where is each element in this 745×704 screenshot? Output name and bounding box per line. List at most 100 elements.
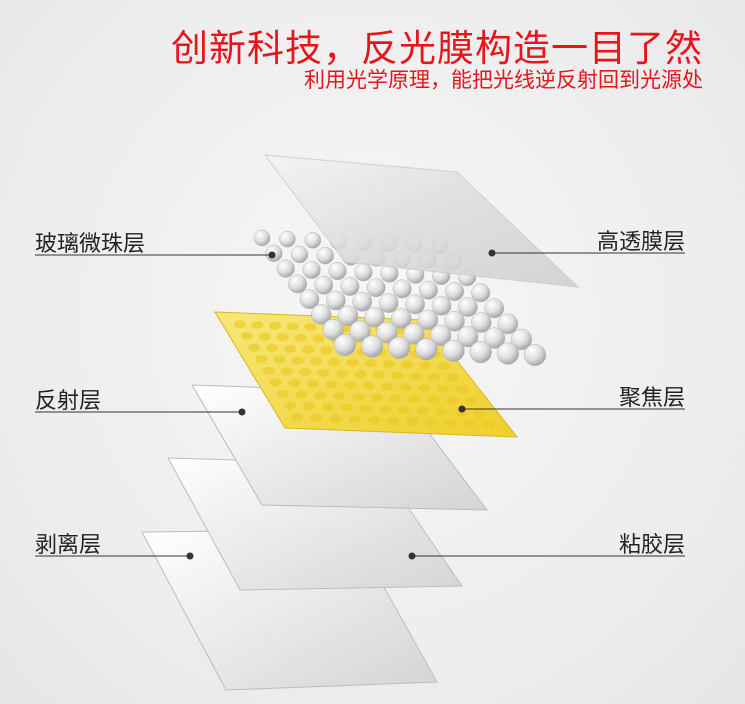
glass-bead — [340, 276, 360, 296]
focus-dot — [276, 333, 289, 342]
focus-dot — [389, 394, 402, 403]
focus-dot — [397, 405, 410, 414]
focus-dot — [362, 381, 375, 390]
focus-dot — [346, 358, 359, 367]
focus-dot — [408, 395, 421, 403]
focus-dot — [463, 419, 476, 428]
glass-bead — [403, 323, 425, 345]
focus-dot — [320, 346, 333, 355]
focus-dot — [258, 332, 271, 341]
glass-bead — [290, 245, 309, 264]
label-glass-bead-layer: 玻璃微珠层 — [35, 232, 146, 257]
glass-bead — [392, 279, 412, 299]
glass-bead — [288, 274, 308, 294]
glass-bead — [378, 293, 399, 313]
focus-dot — [321, 403, 334, 411]
glass-bead — [415, 338, 438, 361]
glass-bead — [333, 333, 357, 357]
glass-bead — [388, 336, 411, 359]
focus-dot — [329, 414, 342, 423]
focus-dot — [386, 416, 399, 425]
focus-dot — [437, 362, 450, 371]
focus-dot — [314, 391, 327, 400]
glass-bead — [418, 280, 438, 300]
focus-dot — [306, 379, 319, 388]
focus-dot — [399, 383, 412, 392]
focus-dot — [437, 384, 449, 393]
focus-dot — [302, 402, 315, 411]
focus-dot — [351, 392, 364, 401]
label-focus-layer: 聚焦层 — [618, 386, 685, 411]
focus-dot — [370, 393, 383, 402]
glass-bead — [469, 341, 492, 364]
focus-dot — [391, 371, 404, 380]
focus-dot — [367, 416, 380, 425]
focus-dot — [328, 357, 341, 366]
glass-bead — [253, 229, 271, 247]
glass-bead — [299, 289, 320, 309]
focus-dot — [381, 382, 394, 391]
glass-bead — [430, 324, 452, 346]
glass-bead — [366, 278, 386, 298]
focus-dot — [294, 333, 307, 342]
glass-bead — [458, 297, 478, 317]
glass-bead — [456, 326, 479, 348]
focus-dot — [251, 320, 264, 329]
focus-dot — [304, 322, 317, 331]
focus-dot — [295, 390, 308, 399]
focus-dot — [378, 405, 391, 414]
focus-dot — [445, 396, 458, 405]
focus-dot — [269, 378, 282, 387]
focus-dot — [309, 357, 322, 366]
focus-dot — [248, 343, 261, 352]
focus-dot — [372, 370, 385, 379]
glass-bead — [376, 321, 398, 344]
glass-bead — [279, 230, 296, 248]
glass-bead — [304, 232, 322, 249]
focus-dot — [266, 344, 279, 353]
focus-dot — [364, 359, 377, 368]
glass-bead — [352, 291, 373, 312]
focus-dot — [359, 404, 372, 413]
focus-dot — [284, 344, 297, 353]
focus-dot — [340, 403, 353, 412]
focus-dot — [427, 395, 440, 404]
glass-bead — [302, 260, 321, 279]
focus-dot — [382, 360, 395, 368]
glass-bead — [442, 339, 465, 362]
focus-dot — [317, 368, 330, 377]
glass-bead — [471, 283, 491, 303]
focus-dot — [286, 322, 299, 331]
glass-bead — [322, 319, 344, 341]
focus-dot — [283, 401, 296, 410]
focus-dot — [425, 418, 438, 427]
glass-bead — [316, 247, 334, 265]
glass-bead — [523, 343, 547, 367]
glass-bead — [311, 304, 332, 325]
leader-lines — [35, 249, 685, 560]
focus-dot — [455, 385, 468, 394]
focus-dot — [416, 406, 429, 415]
focus-dot — [406, 417, 419, 426]
page-title: 创新科技，反光膜构造一目了然 — [171, 27, 703, 70]
glass-bead — [364, 306, 385, 328]
focus-dot — [312, 334, 325, 343]
focus-dot — [291, 356, 304, 365]
focus-dot — [310, 413, 323, 422]
glass-bead — [444, 310, 465, 332]
glass-bead — [314, 275, 334, 295]
focus-dot — [336, 369, 349, 378]
focus-dot — [291, 413, 304, 422]
focus-dot — [444, 419, 457, 428]
glass-bead — [417, 309, 439, 331]
focus-dot — [255, 355, 268, 364]
glass-bead — [328, 261, 347, 281]
label-release-layer: 剥离层 — [35, 533, 102, 558]
glass-bead — [497, 313, 519, 335]
focus-dot — [482, 420, 495, 429]
glass-bead — [445, 281, 465, 301]
focus-dot — [269, 321, 282, 330]
focus-dot — [446, 373, 459, 382]
glass-bead — [390, 308, 412, 329]
glass-bead — [405, 294, 425, 315]
